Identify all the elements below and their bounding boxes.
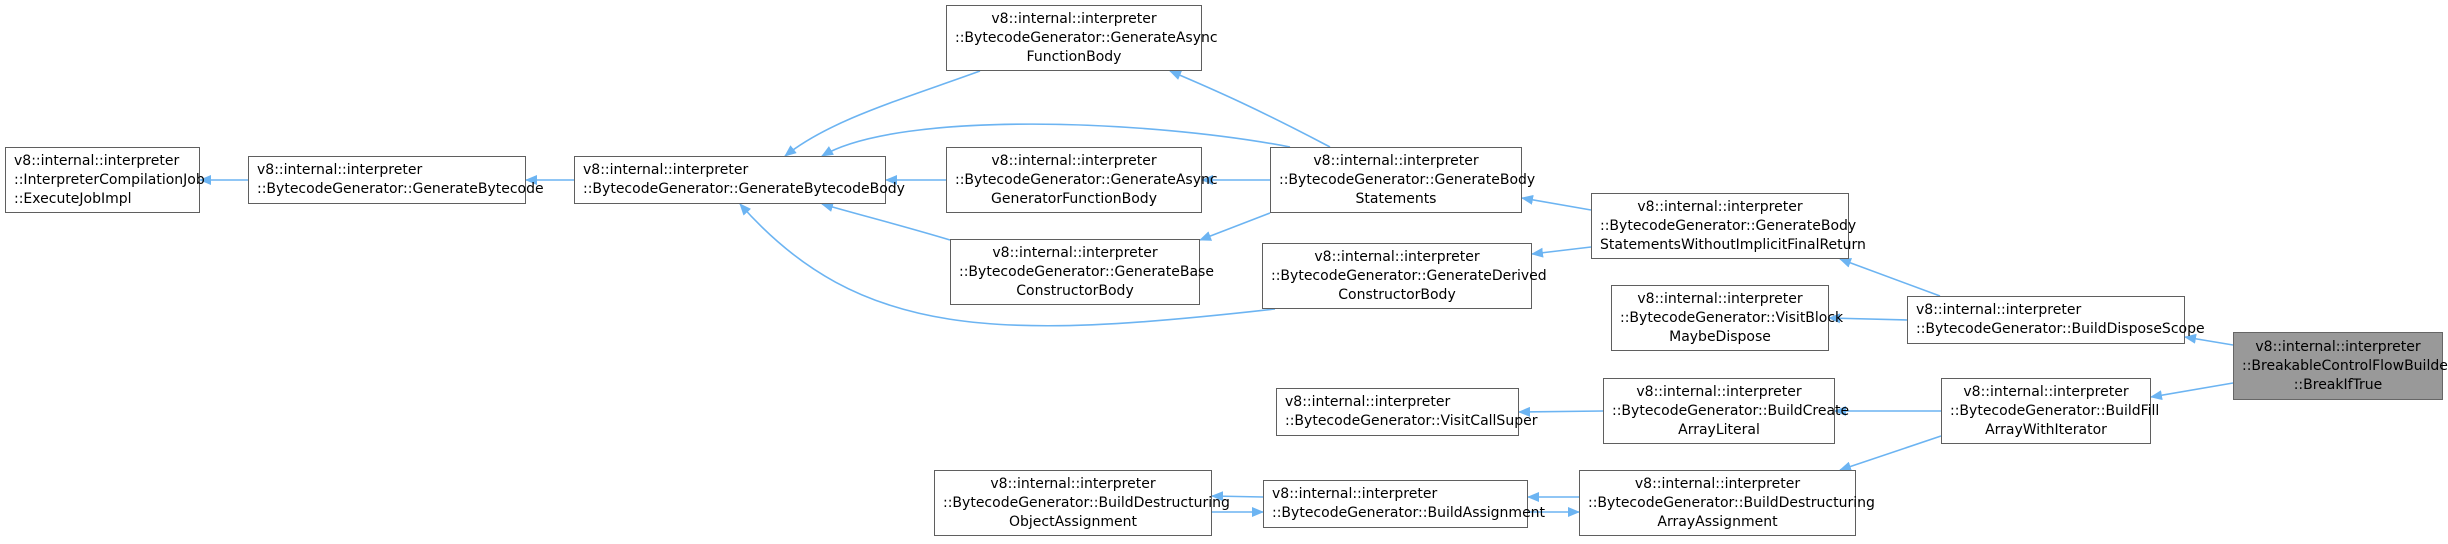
node-label-line: ::InterpreterCompilationJob <box>14 171 205 188</box>
graph-node-n0[interactable]: v8::internal::interpreter::InterpreterCo… <box>5 147 205 213</box>
node-label-line: v8::internal::interpreter <box>1272 486 1438 502</box>
node-label-line: v8::internal::interpreter <box>1636 383 1802 400</box>
edge-n3-to-n2 <box>784 70 981 157</box>
edge-n8-to-n7 <box>1531 246 1592 258</box>
edge-n13-to-n12 <box>1518 406 1604 417</box>
node-label-line: ::BytecodeGenerator::VisitBlock <box>1620 309 1844 326</box>
graph-node-n9[interactable]: v8::internal::interpreter::BytecodeGener… <box>1611 285 1844 351</box>
node-label-line: v8::internal::interpreter <box>1634 475 1801 492</box>
node-label-line: ::BytecodeGenerator::BuildDisposeScope <box>1916 321 2205 337</box>
graph-node-n5[interactable]: v8::internal::interpreter::BytecodeGener… <box>950 239 1214 305</box>
graph-node-n1[interactable]: v8::internal::interpreter::BytecodeGener… <box>248 156 544 204</box>
node-label-line: v8::internal::interpreter <box>14 152 180 169</box>
graph-node-n11[interactable]: v8::internal::interpreter::BreakableCont… <box>2233 332 2448 400</box>
node-label-line: ::BreakIfTrue <box>2293 376 2383 393</box>
graph-node-n16[interactable]: v8::internal::interpreter::BytecodeGener… <box>1263 480 1546 528</box>
node-label-line: ::BytecodeGenerator::VisitCallSuper <box>1285 413 1538 429</box>
node-label-line: ConstructorBody <box>1016 282 1134 299</box>
edge-layer <box>199 70 2234 517</box>
node-label-line: v8::internal::interpreter <box>1637 198 1803 215</box>
graph-node-n13[interactable]: v8::internal::interpreter::BytecodeGener… <box>1603 378 1850 444</box>
graph-node-n17[interactable]: v8::internal::interpreter::BytecodeGener… <box>1579 470 1875 536</box>
node-label-line: ::BreakableControlFlowBuilder <box>2242 357 2448 374</box>
node-label-line: ArrayLiteral <box>1678 421 1760 438</box>
edge-n10-to-n9 <box>1828 313 1908 324</box>
edge-n16-to-n15 <box>1211 491 1264 502</box>
graph-node-n15[interactable]: v8::internal::interpreter::BytecodeGener… <box>934 470 1230 536</box>
node-label-line: ::BytecodeGenerator::BuildDestructuring <box>1588 494 1875 511</box>
edge-n6-to-n5 <box>1199 212 1271 241</box>
node-label-line: v8::internal::interpreter <box>1285 394 1451 410</box>
node-label-line: v8::internal::interpreter <box>992 244 1158 261</box>
graph-node-n4[interactable]: v8::internal::interpreter::BytecodeGener… <box>946 147 1218 213</box>
node-label-line: v8::internal::interpreter <box>583 162 749 178</box>
node-label-line: v8::internal::interpreter <box>1916 302 2082 318</box>
node-label-line: ::BytecodeGenerator::GenerateBytecodeBod… <box>583 181 905 197</box>
edge-n10-to-n8 <box>1839 258 1941 297</box>
node-label-line: FunctionBody <box>1026 48 1122 65</box>
node-label-line: ::BytecodeGenerator::BuildDestructuring <box>943 494 1230 511</box>
node-label-line: ArrayAssignment <box>1657 513 1778 530</box>
edge-n11-to-n10 <box>2184 333 2234 346</box>
graph-node-n2[interactable]: v8::internal::interpreter::BytecodeGener… <box>574 156 905 204</box>
node-label-line: v8::internal::interpreter <box>1314 248 1480 265</box>
edge-n5-to-n2 <box>821 202 951 241</box>
graph-node-n6[interactable]: v8::internal::interpreter::BytecodeGener… <box>1270 147 1536 213</box>
graph-node-n3[interactable]: v8::internal::interpreter::BytecodeGener… <box>946 5 1218 71</box>
graph-node-n12[interactable]: v8::internal::interpreter::BytecodeGener… <box>1276 388 1538 436</box>
node-label-line: ArrayWithIterator <box>1985 421 2107 438</box>
node-label-line: v8::internal::interpreter <box>990 475 1156 492</box>
node-label-line: v8::internal::interpreter <box>1637 290 1803 307</box>
graph-node-n14[interactable]: v8::internal::interpreter::BytecodeGener… <box>1941 378 2160 444</box>
edge-n8-to-n6 <box>1521 194 1592 211</box>
edge-n14-to-n17 <box>1839 435 1942 472</box>
node-label-line: Statements <box>1355 190 1437 207</box>
node-label-line: ::BytecodeGenerator::GenerateBytecode <box>257 181 544 197</box>
node-label-line: ObjectAssignment <box>1008 513 1138 530</box>
node-label-line: v8::internal::interpreter <box>1313 152 1479 169</box>
node-label-line: ::BytecodeGenerator::BuildFill <box>1950 402 2160 419</box>
node-label-line: v8::internal::interpreter <box>991 152 1157 169</box>
edge-n6-to-n3 <box>1169 70 1331 148</box>
graph-node-n8[interactable]: v8::internal::interpreter::BytecodeGener… <box>1591 193 1866 259</box>
node-label-line: ::BytecodeGenerator::GenerateBody <box>1600 217 1857 234</box>
node-label-line: ::BytecodeGenerator::BuildAssignment <box>1272 505 1546 521</box>
node-label-line: v8::internal::interpreter <box>257 162 423 178</box>
edge-n11-to-n14 <box>2150 382 2234 401</box>
node-label-line: GeneratorFunctionBody <box>991 190 1157 207</box>
node-label-line: ::BytecodeGenerator::GenerateAsync <box>955 171 1218 188</box>
graph-node-n10[interactable]: v8::internal::interpreter::BytecodeGener… <box>1907 296 2205 344</box>
node-label-line: ::BytecodeGenerator::GenerateAsync <box>955 29 1218 46</box>
node-label-line: ::BytecodeGenerator::GenerateDerived <box>1271 267 1547 284</box>
node-label-line: ::BytecodeGenerator::BuildCreate <box>1612 402 1850 419</box>
graph-node-n7[interactable]: v8::internal::interpreter::BytecodeGener… <box>1262 243 1547 309</box>
edge-n6-to-n2 <box>821 123 1291 157</box>
node-label-line: ::ExecuteJobImpl <box>14 190 132 207</box>
node-label-line: ::BytecodeGenerator::GenerateBody <box>1279 171 1536 188</box>
node-label-line: v8::internal::interpreter <box>991 10 1157 27</box>
node-label-line: v8::internal::interpreter <box>1963 383 2129 400</box>
node-label-line: ::BytecodeGenerator::GenerateBase <box>959 263 1214 280</box>
node-label-line: StatementsWithoutImplicitFinalReturn <box>1600 236 1866 253</box>
node-label-line: v8::internal::interpreter <box>2255 338 2421 355</box>
node-label-line: ConstructorBody <box>1338 286 1456 303</box>
edge-n7-to-n2 <box>739 203 1276 327</box>
node-label-line: MaybeDispose <box>1669 328 1771 345</box>
